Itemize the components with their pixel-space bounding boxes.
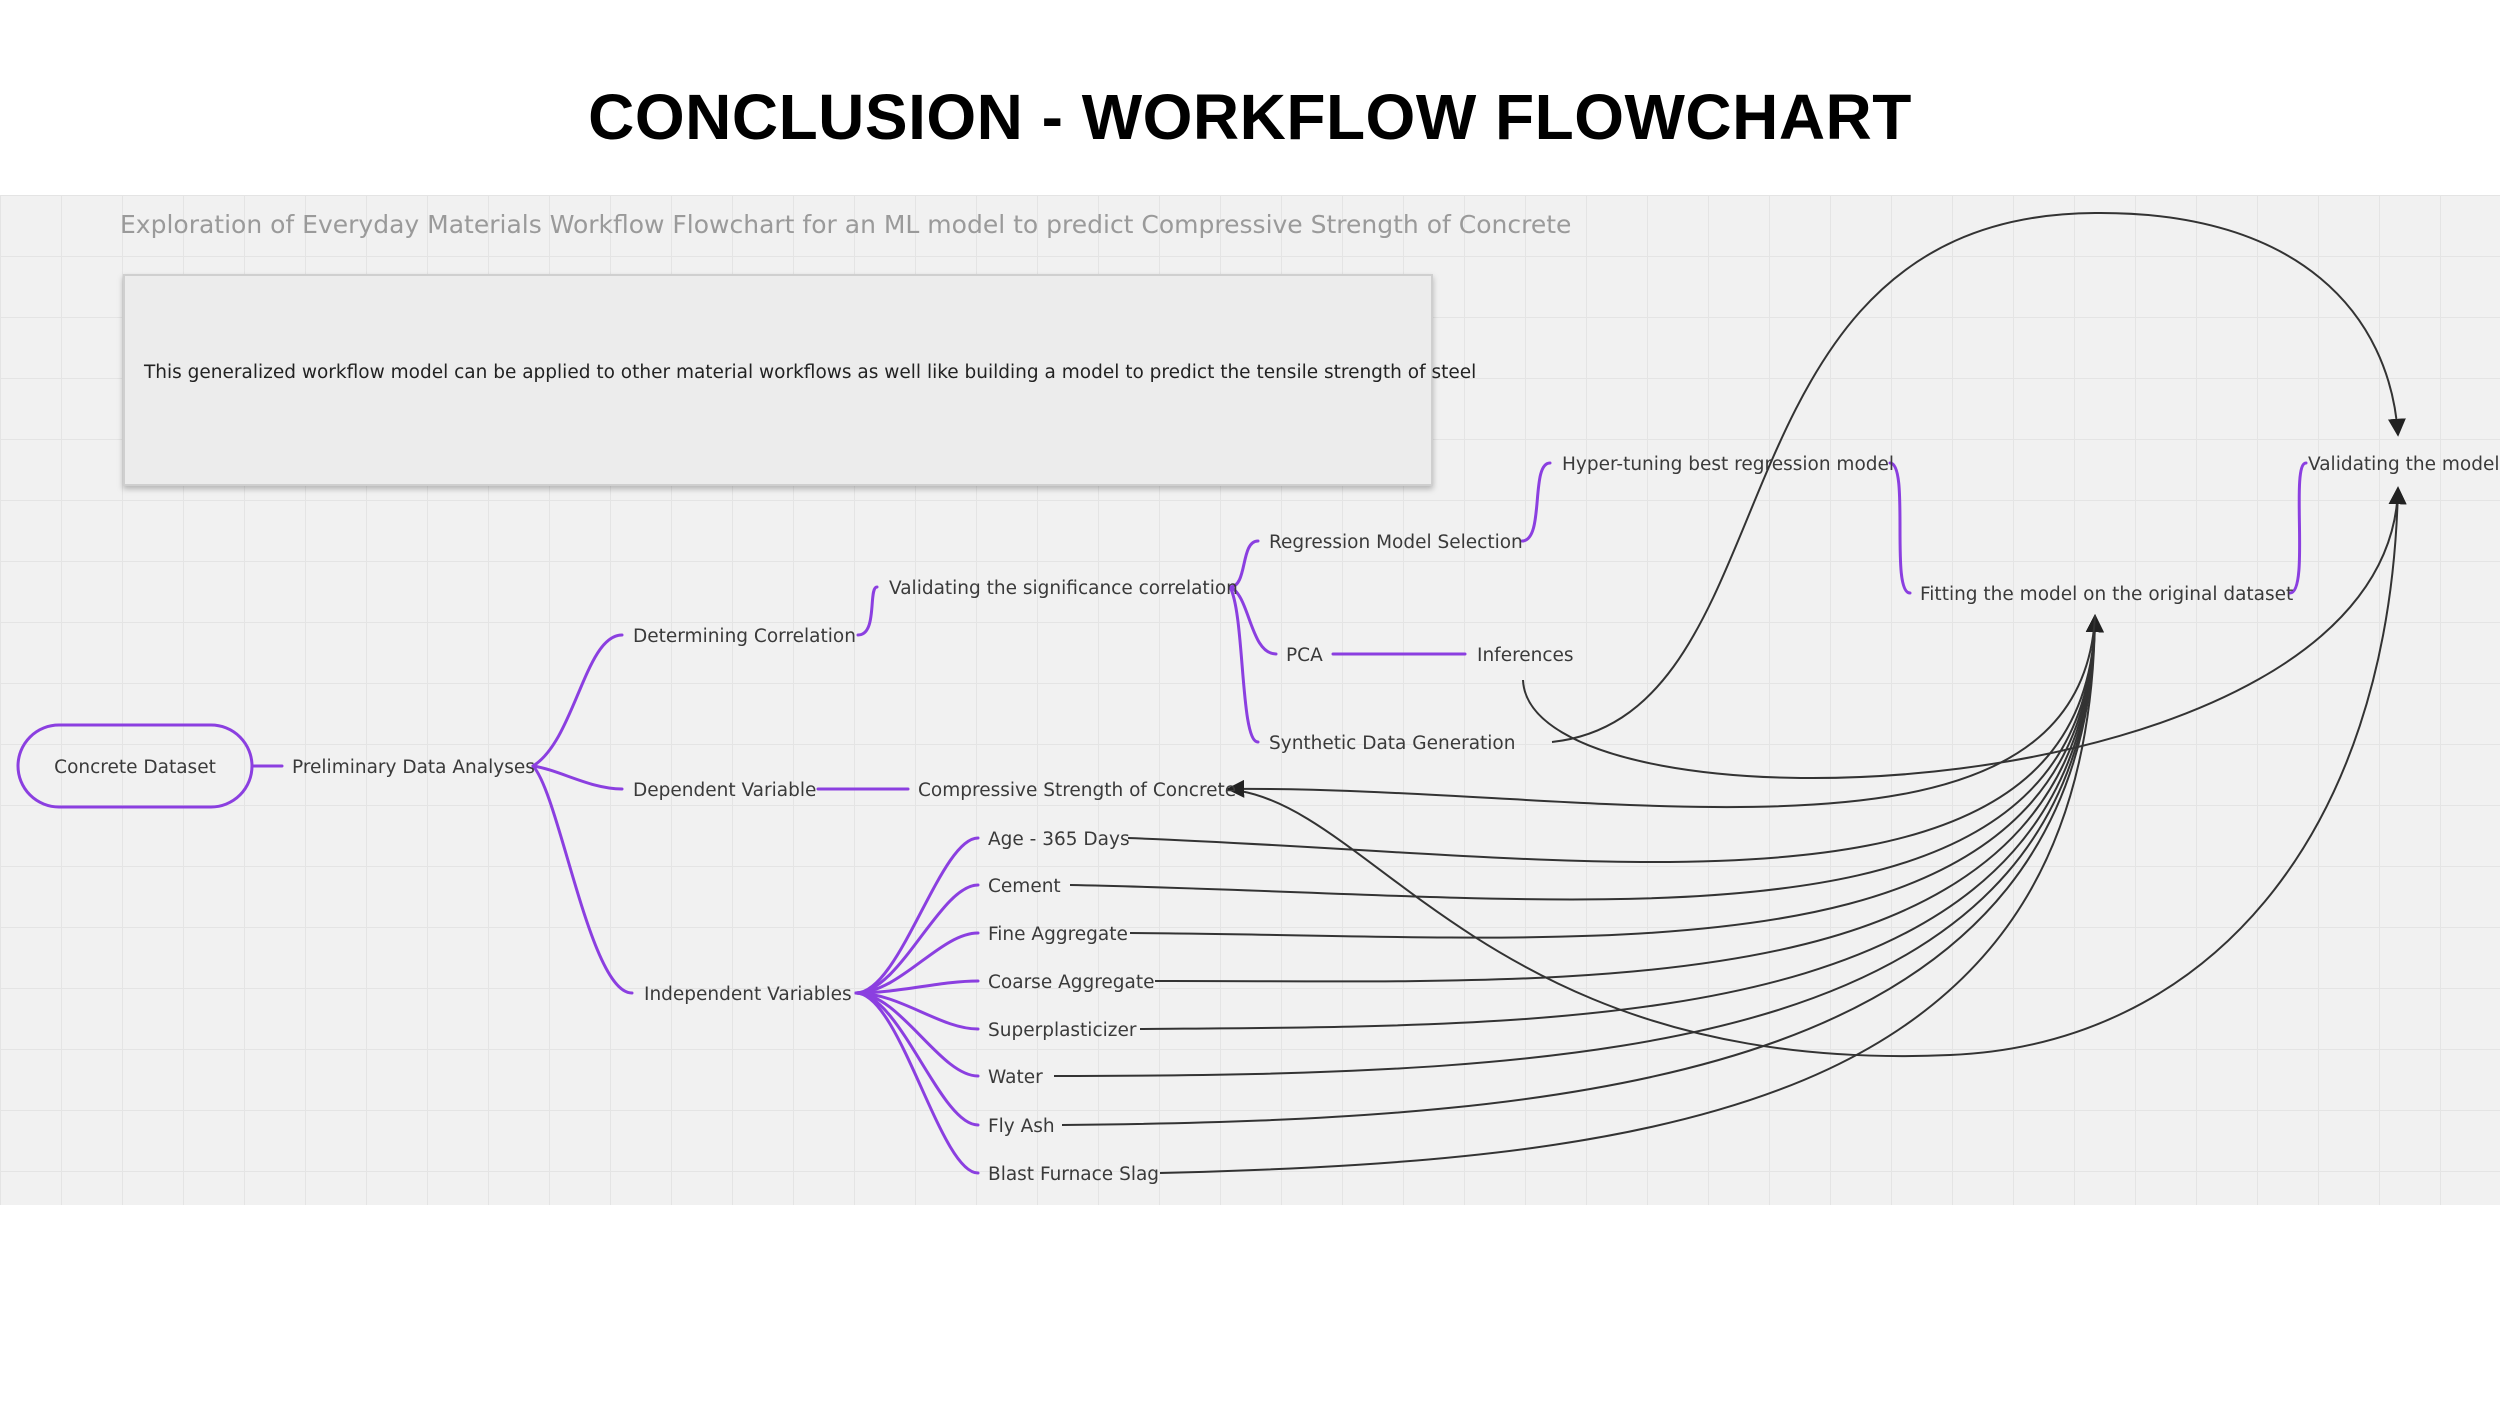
arrow-compressive-to-validating [1239, 486, 2407, 1058]
edge-independent-to-coarse-aggregate [854, 979, 980, 995]
edge-preliminary-to-dependent [531, 764, 624, 791]
arrow-water-to-fitting [1053, 614, 2104, 1077]
edge-independent-to-age [854, 836, 980, 995]
arrow-blast-furnace-slag-to-fitting [1159, 614, 2104, 1174]
arrow-fine-aggregate-to-fitting [1129, 614, 2104, 939]
edge-independent-to-cement [854, 883, 980, 995]
edge-preliminary-to-independent [531, 764, 634, 995]
edge-validating-to-pca [1228, 585, 1278, 656]
edge-preliminary-to-correlation [531, 633, 624, 768]
arrow-synthetic-to-validating [1551, 211, 2406, 743]
node-independent-coarse-aggregate[interactable]: Coarse Aggregate [988, 972, 1155, 993]
node-independent-water[interactable]: Water [988, 1067, 1043, 1088]
arrow-age-to-fitting [1127, 614, 2104, 863]
connector-arrows [1053, 211, 2407, 1174]
arrow-cement-to-fitting [1069, 614, 2104, 901]
node-preliminary-data-analyses[interactable]: Preliminary Data Analyses [292, 757, 535, 778]
arrow-coarse-aggregate-to-fitting [1154, 614, 2104, 983]
edge-independent-to-water [854, 991, 980, 1078]
note-card-text: This generalized workflow model can be a… [143, 362, 1476, 383]
arrow-fitting-to-compressive [1226, 615, 2096, 809]
node-validating-model[interactable]: Validating the model [2308, 454, 2500, 475]
node-independent-superplasticizer[interactable]: Superplasticizer [988, 1020, 1137, 1041]
node-inferences[interactable]: Inferences [1477, 645, 1574, 666]
node-concrete-dataset[interactable]: Concrete Dataset [54, 757, 216, 778]
edge-correlation-to-validating [856, 585, 879, 637]
node-independent-cement[interactable]: Cement [988, 876, 1061, 897]
edge-hypertuning-to-fitting [1888, 461, 1912, 595]
arrow-inferences-to-validating [1522, 486, 2407, 780]
arrow-fly-ash-to-fitting [1061, 614, 2104, 1126]
edge-independent-to-blast-furnace-slag [854, 991, 980, 1175]
branch-lines [16, 461, 2308, 1175]
arrow-superplasticizer-to-fitting [1139, 614, 2104, 1030]
note-card[interactable]: This generalized workflow model can be a… [123, 274, 1476, 486]
node-hyper-tuning[interactable]: Hyper-tuning best regression model [1562, 454, 1894, 475]
slide-title: CONCLUSION - WORKFLOW FLOWCHART [588, 81, 1912, 153]
node-validating-significance[interactable]: Validating the significance correlation [889, 578, 1238, 599]
node-synthetic-data-generation[interactable]: Synthetic Data Generation [1269, 733, 1515, 754]
node-independent-age[interactable]: Age - 365 Days [988, 829, 1130, 850]
edge-independent-to-fly-ash [854, 991, 980, 1127]
node-independent-variables[interactable]: Independent Variables [644, 984, 852, 1005]
node-dependent-variable[interactable]: Dependent Variable [633, 780, 816, 801]
node-independent-blast-furnace-slag[interactable]: Blast Furnace Slag [988, 1164, 1159, 1185]
node-regression-model-selection[interactable]: Regression Model Selection [1269, 532, 1523, 553]
node-independent-fine-aggregate[interactable]: Fine Aggregate [988, 924, 1128, 945]
node-independent-fly-ash[interactable]: Fly Ash [988, 1116, 1055, 1137]
workflow-flowchart[interactable]: Exploration of Everyday Materials Workfl… [0, 195, 2500, 1205]
note-card-background [123, 274, 1433, 486]
board-heading: Exploration of Everyday Materials Workfl… [120, 210, 1571, 239]
node-determining-correlation[interactable]: Determining Correlation [633, 626, 856, 647]
node-compressive-strength[interactable]: Compressive Strength of Concrete [918, 780, 1236, 801]
edge-validating-to-synthetic [1228, 585, 1260, 744]
node-labels: Concrete Dataset Preliminary Data Analys… [54, 454, 2499, 1185]
whiteboard-canvas[interactable]: Exploration of Everyday Materials Workfl… [0, 195, 2500, 1205]
edge-regression-to-hypertuning [1520, 461, 1552, 543]
edge-independent-to-fine-aggregate [854, 931, 980, 995]
edge-fitting-to-validating [2288, 461, 2308, 595]
node-pca[interactable]: PCA [1286, 645, 1323, 666]
node-fitting-model[interactable]: Fitting the model on the original datase… [1920, 584, 2293, 605]
edge-validating-to-regression [1228, 539, 1260, 589]
